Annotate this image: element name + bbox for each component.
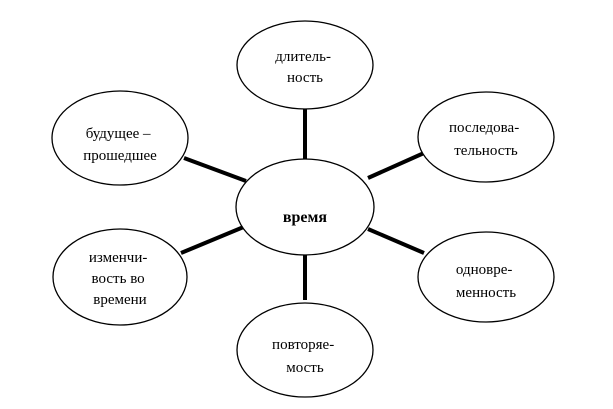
center-node-label: время (283, 209, 328, 226)
node-duration-line-2: ность (287, 70, 323, 86)
connectors (180, 106, 425, 300)
node-future-past-line-2: прошедшее (83, 148, 157, 164)
node-variability: изменчи- вость во времени (52, 228, 188, 326)
connector-sequence (367, 151, 425, 180)
node-variability-line-1: изменчи- (89, 250, 147, 266)
node-duration-ellipse (236, 20, 374, 110)
node-variability-label: изменчи- вость во времени (89, 250, 151, 308)
node-future-past: будущее – прошедшее (51, 90, 189, 186)
node-simultaneity-label: одновре- менность (456, 262, 516, 301)
node-simultaneity-line-2: менность (456, 285, 516, 301)
node-repeatability-line-1: повторяе- (272, 337, 334, 353)
node-variability-ellipse (52, 228, 188, 326)
center-node-ellipse (235, 158, 375, 256)
node-duration-line-1: длитель- (275, 49, 331, 65)
node-simultaneity: одновре- менность (417, 231, 555, 323)
node-variability-line-2: вость во (92, 271, 145, 287)
node-sequence-line-1: последова- (449, 120, 519, 136)
node-future-past-label: будущее – прошедшее (83, 126, 157, 164)
node-sequence: последова- тельность (417, 91, 555, 183)
node-simultaneity-ellipse (417, 231, 555, 323)
connector-future-past (183, 156, 247, 183)
node-future-past-ellipse (51, 90, 189, 186)
node-repeatability-line-2: мость (286, 360, 324, 376)
center-node: время (235, 158, 375, 256)
node-simultaneity-line-1: одновре- (456, 262, 512, 278)
node-duration: длитель- ность (236, 20, 374, 110)
node-repeatability: повторяе- мость (236, 302, 374, 398)
node-sequence-label: последова- тельность (449, 120, 523, 159)
connector-variability (180, 224, 247, 255)
node-variability-line-3: времени (93, 292, 146, 308)
connector-simultaneity (367, 227, 425, 255)
node-repeatability-label: повторяе- мость (272, 337, 338, 376)
node-sequence-ellipse (417, 91, 555, 183)
node-duration-label: длитель- ность (275, 49, 334, 86)
node-sequence-line-2: тельность (454, 143, 518, 159)
node-repeatability-ellipse (236, 302, 374, 398)
node-future-past-line-1: будущее – (86, 126, 151, 142)
